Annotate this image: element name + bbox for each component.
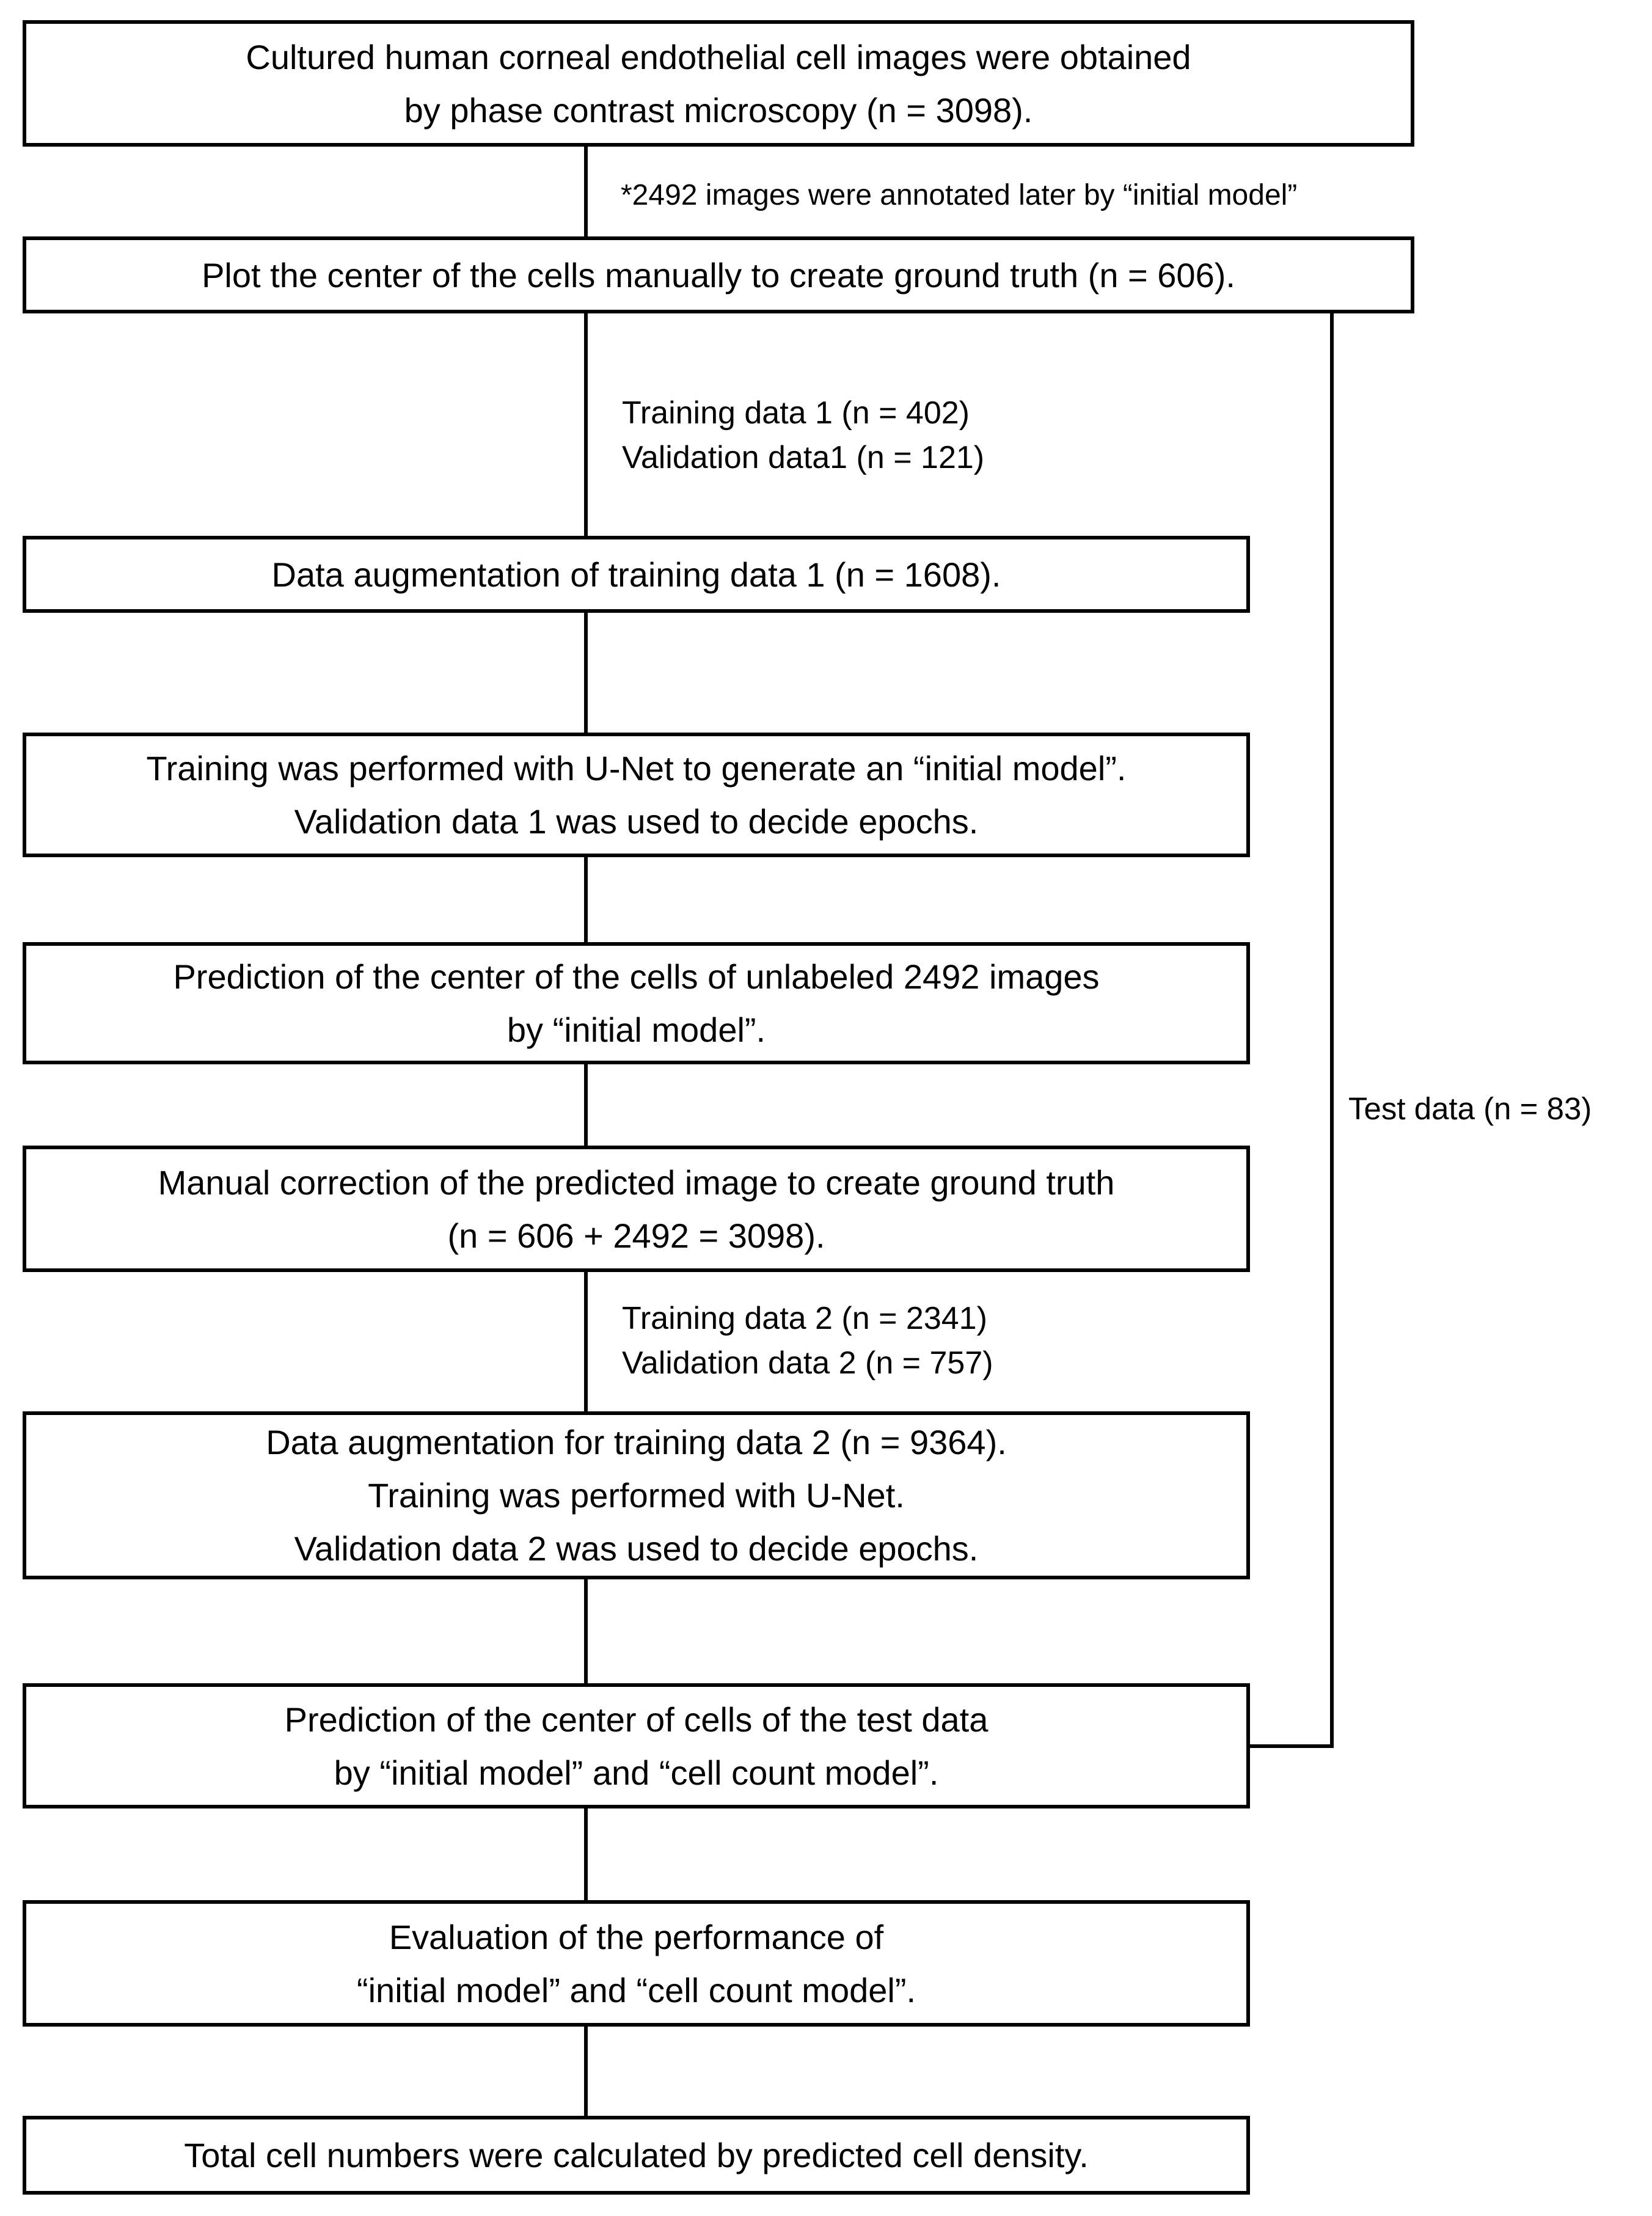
box-text-line: Cultured human corneal endothelial cell … [246, 37, 1191, 76]
box-text-line: Prediction of the center of the cells of… [173, 957, 1100, 996]
box-text-line: Validation data 2 was used to decide epo… [294, 1529, 979, 1568]
box-text-line: Data augmentation for training data 2 (n… [266, 1423, 1007, 1461]
label-training-data-2-line2: Validation data 2 (n = 757) [622, 1345, 993, 1381]
connector-correction-to-augmentation2 [584, 1272, 588, 1411]
flow-box-train-initial-model: Training was performed with U-Net to gen… [23, 733, 1250, 857]
connector-training-to-prediction [584, 857, 588, 942]
box-text-line: Manual correction of the predicted image… [158, 1163, 1115, 1202]
connector-augmentation1-to-training [584, 613, 588, 733]
box-text-line: Prediction of the center of cells of the… [284, 1700, 989, 1739]
box-text-line: (n = 606 + 2492 = 3098). [447, 1216, 825, 1255]
connector-evaluation-to-total [584, 2027, 588, 2116]
test-data-line-horizontal [1250, 1744, 1334, 1748]
label-training-data-1-line2: Validation data1 (n = 121) [622, 440, 985, 475]
flow-box-predict-unlabeled: Prediction of the center of the cells of… [23, 942, 1250, 1064]
label-training-data-2: Training data 2 (n = 2341) Validation da… [622, 1296, 993, 1386]
connector-obtain-to-plot [584, 147, 588, 236]
flow-box-augmentation-2: Data augmentation for training data 2 (n… [23, 1411, 1250, 1579]
flow-box-augmentation-1: Data augmentation of training data 1 (n … [23, 536, 1250, 613]
connector-prediction-to-correction [584, 1064, 588, 1146]
box-text-line: Training was performed with U-Net. [368, 1476, 905, 1515]
box-text-line: “initial model” and “cell count model”. [356, 1970, 916, 2009]
annotation-initial-model-note: *2492 images were annotated later by “in… [621, 179, 1298, 211]
box-text-line: by phase contrast microscopy (n = 3098). [404, 90, 1033, 130]
box-text-line: by “initial model”. [506, 1011, 766, 1049]
box-text-line: Plot the center of the cells manually to… [202, 255, 1235, 294]
flow-box-predict-test: Prediction of the center of cells of the… [23, 1683, 1250, 1808]
flow-box-manual-correction: Manual correction of the predicted image… [23, 1146, 1250, 1272]
flow-box-total-cell-numbers: Total cell numbers were calculated by pr… [23, 2116, 1250, 2195]
label-test-data: Test data (n = 83) [1348, 1091, 1592, 1126]
flow-box-evaluation: Evaluation of the performance of “initia… [23, 1900, 1250, 2027]
box-text-line: Total cell numbers were calculated by pr… [184, 2136, 1089, 2174]
box-text-line: Evaluation of the performance of [389, 1917, 884, 1956]
connector-predict-test-to-evaluation [584, 1808, 588, 1900]
connector-augmentation2-to-predict-test [584, 1579, 588, 1683]
box-text-line: by “initial model” and “cell count model… [334, 1753, 939, 1792]
connector-plot-to-augmentation1 [584, 313, 588, 536]
box-text-line: Data augmentation of training data 1 (n … [271, 555, 1001, 594]
label-training-data-2-line1: Training data 2 (n = 2341) [622, 1301, 987, 1336]
flow-box-obtain-images: Cultured human corneal endothelial cell … [23, 20, 1414, 147]
label-training-data-1: Training data 1 (n = 402) Validation dat… [622, 391, 984, 480]
label-training-data-1-line1: Training data 1 (n = 402) [622, 395, 970, 431]
box-text-line: Validation data 1 was used to decide epo… [294, 802, 979, 841]
box-text-line: Training was performed with U-Net to gen… [146, 749, 1127, 788]
flow-box-plot-centers: Plot the center of the cells manually to… [23, 236, 1414, 313]
test-data-line-vertical [1330, 313, 1334, 1748]
